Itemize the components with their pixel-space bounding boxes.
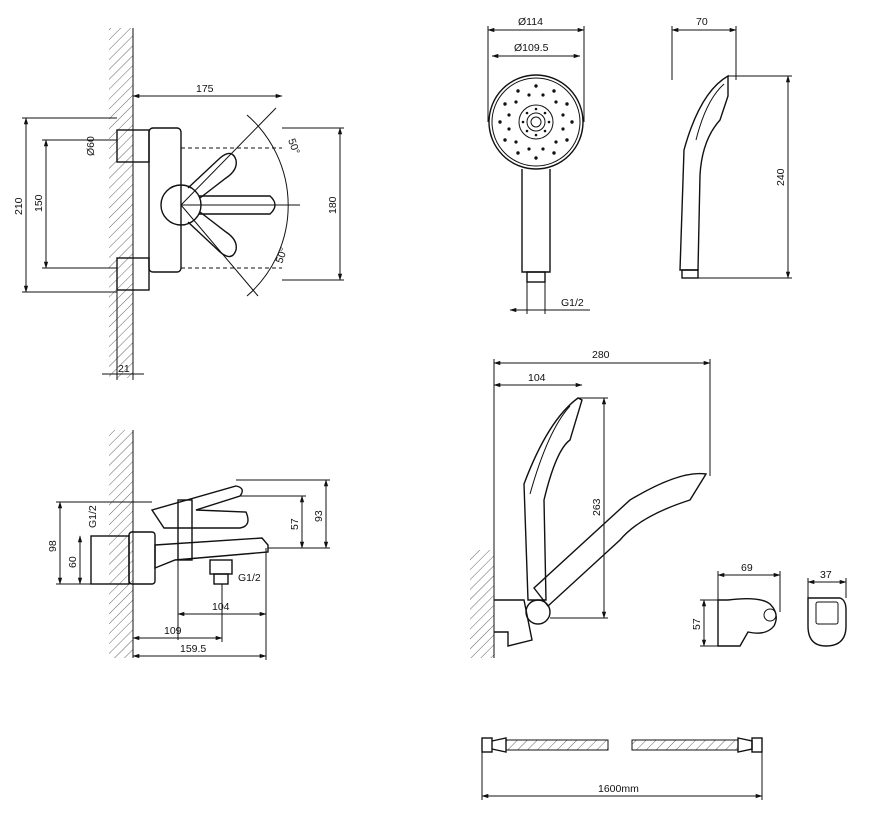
dim-head-thread: G1/2 (561, 297, 584, 309)
dim-front-h-body: 180 (327, 196, 339, 214)
dim-side-head-depth: 70 (696, 16, 708, 28)
wall-hatch-holder (470, 550, 494, 658)
dim-holder-height: 263 (591, 498, 603, 516)
dim-hose-length: 1600mm (598, 783, 639, 795)
holder-set: 280 104 263 (470, 349, 711, 658)
dim-front-wall-gap: 21 (118, 363, 130, 375)
dim-holder-offset: 104 (528, 372, 546, 384)
hand-shower-side: 70 240 (671, 16, 792, 279)
hand-shower-front: Ø114 Ø109.5 G1/2 (487, 16, 590, 314)
shower-nozzles (498, 84, 574, 160)
bracket-front (807, 597, 847, 647)
wall-hatch (109, 28, 133, 378)
dim-side-outlet-thread: G1/2 (238, 572, 261, 584)
handle-front (521, 169, 551, 273)
dim-front-h-inlet: 150 (33, 194, 45, 212)
dim-side-h-body: 93 (313, 510, 325, 522)
hose-body-left (505, 739, 609, 751)
dim-front-pipe: Ø60 (85, 136, 97, 156)
holder-handset-tilted (533, 472, 708, 608)
front-view: 175 210 150 Ø60 180 50° 50° 21 (13, 28, 344, 380)
dim-bracket-height: 57 (691, 618, 703, 630)
hose: 1600mm (481, 737, 763, 800)
holder-handset-upright (523, 397, 583, 601)
dim-holder-total: 280 (592, 349, 610, 361)
dim-front-angle-up: 50° (285, 137, 302, 156)
dim-side-reach-b: 159.5 (180, 643, 206, 655)
dim-front-width: 175 (196, 83, 214, 95)
bracket-side (717, 597, 777, 647)
bracket: 69 57 37 (691, 562, 847, 647)
dim-side-h-total: 98 (47, 540, 59, 552)
dim-bracket-width: 69 (741, 562, 753, 574)
hose-body-right (631, 739, 739, 751)
dim-side-head-length: 240 (775, 168, 787, 186)
dim-front-angle-down: 50° (274, 246, 291, 265)
dim-head-outer-dia: Ø114 (518, 16, 543, 28)
handle-side (679, 74, 729, 271)
dim-bracket-depth: 37 (820, 569, 832, 581)
dim-side-h-inlet: 60 (67, 556, 79, 568)
dim-side-h-top: 57 (289, 518, 301, 530)
dim-side-thread: G1/2 (87, 505, 99, 528)
dim-side-spout: 104 (212, 601, 230, 613)
dim-front-h-total: 210 (13, 197, 25, 215)
mixer-body (148, 127, 182, 273)
shower-head-outer (488, 74, 584, 170)
dim-head-inner-dia: Ø109.5 (514, 42, 549, 54)
dim-side-reach-a: 109 (164, 625, 182, 637)
mixer-side-body (154, 537, 269, 570)
side-view: 98 60 G1/2 93 57 G1/2 104 109 159.5 (47, 430, 330, 660)
